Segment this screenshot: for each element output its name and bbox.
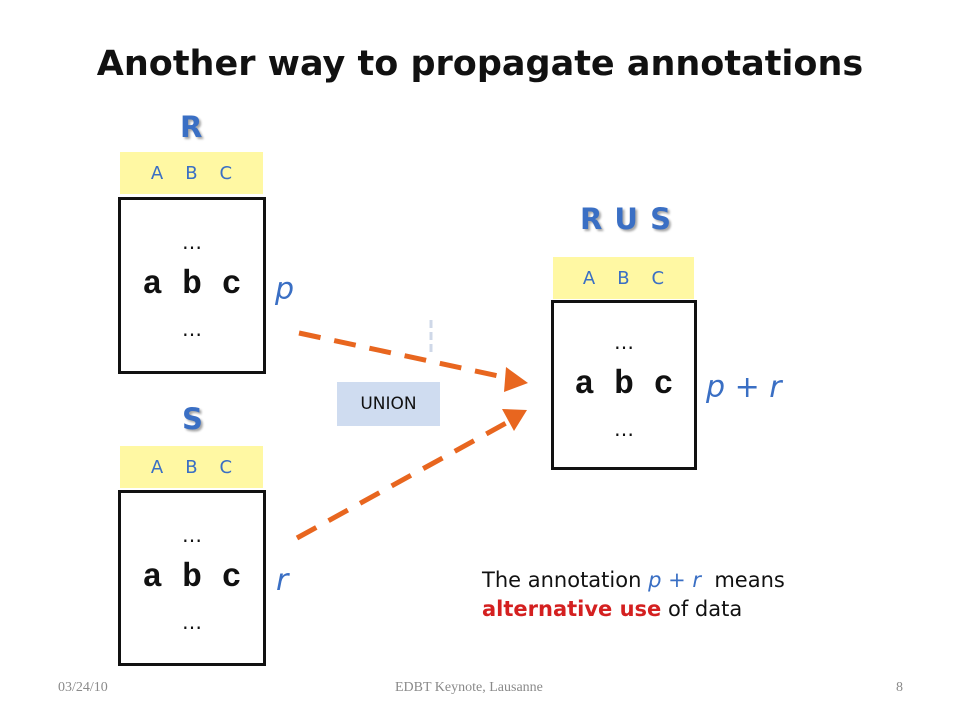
relation-union-name: R U S — [580, 202, 672, 236]
relation-r-dots-top: … — [182, 230, 202, 254]
relation-r-header: A B C — [120, 152, 263, 194]
relation-s-dots-bottom: … — [182, 609, 202, 634]
relation-r-tuple: a b c — [142, 266, 242, 303]
relation-union-dots-bottom: … — [614, 416, 634, 441]
annotation-r: r — [276, 563, 289, 598]
arrow-r-to-union — [298, 330, 509, 381]
relation-s-dots-top: … — [182, 522, 202, 547]
relation-union-header: A B C — [553, 257, 694, 299]
relation-r-col-b: B — [185, 162, 198, 184]
relation-s-col-b: B — [185, 456, 198, 478]
annotation-p: p — [275, 272, 295, 307]
relation-union-dots-top: … — [614, 329, 634, 354]
caption-line-1: The annotation p + r means — [482, 566, 922, 595]
relation-union-col-b: B — [617, 267, 630, 289]
relation-union-tuple: a b c — [574, 365, 674, 403]
annotation-p-plus-r: p + r — [706, 370, 782, 405]
relation-s-tuple: a b c — [142, 558, 242, 596]
caption: The annotation p + r means alternative u… — [482, 566, 922, 624]
caption-highlight: alternative use — [482, 597, 662, 621]
relation-s-name: S — [182, 402, 204, 436]
relation-s-table: … a b c … — [118, 490, 266, 666]
relation-r-table: … a b c … — [118, 197, 266, 374]
arrow-s-to-union — [295, 419, 510, 541]
caption-line-2: alternative use of data — [482, 595, 922, 624]
relation-union-table: … a b c … — [551, 300, 697, 470]
arrow-s-head — [502, 409, 527, 431]
caption-suffix: means — [701, 568, 785, 592]
arrow-r-head — [504, 367, 528, 392]
relation-s-header: A B C — [120, 446, 263, 488]
caption-expression: p + r — [648, 568, 701, 592]
caption-prefix: The annotation — [482, 568, 649, 592]
caption-line-2-suffix: of data — [661, 597, 743, 621]
footer-event: EDBT Keynote, Lausanne — [395, 680, 543, 695]
relation-r-col-a: A — [150, 162, 164, 184]
relation-r-col-c: C — [219, 162, 233, 184]
relation-s-col-a: A — [150, 456, 164, 478]
relation-s-col-c: C — [219, 456, 233, 478]
slide-title: Another way to propagate annotations — [96, 44, 864, 84]
relation-r-name: R — [180, 110, 204, 144]
relation-r-dots-bottom: … — [182, 317, 202, 341]
footer-date: 03/24/10 — [58, 680, 108, 695]
union-operator-box: UNION — [337, 382, 440, 426]
union-operator-label: UNION — [360, 394, 417, 414]
relation-union-col-c: C — [651, 267, 665, 289]
footer-page-number: 8 — [896, 680, 903, 695]
relation-union-col-a: A — [582, 267, 596, 289]
